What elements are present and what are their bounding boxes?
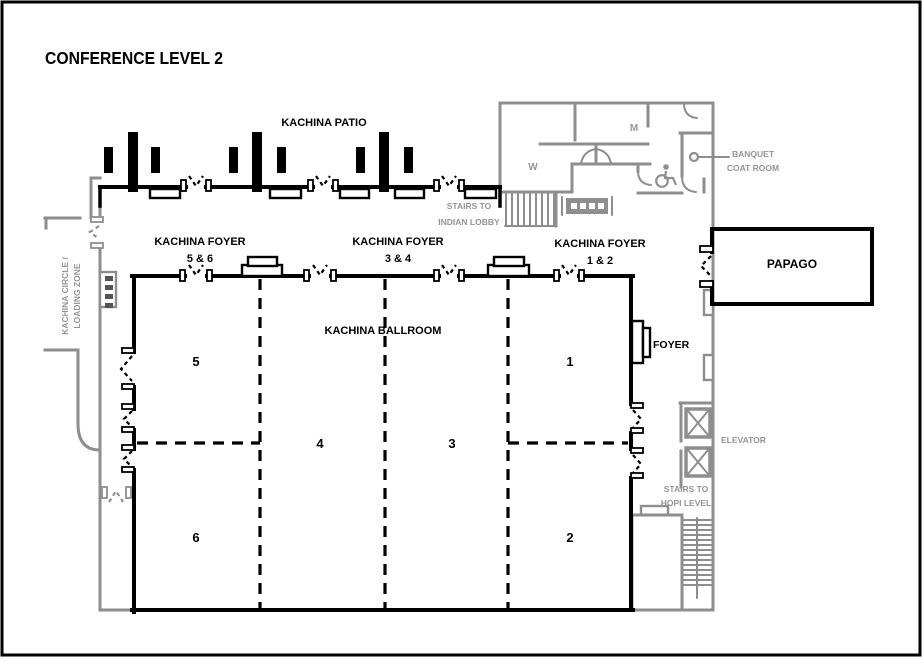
door-icon: [553, 264, 585, 282]
foyer-34-label: KACHINA FOYER: [352, 236, 443, 248]
banquet-table-icon: [561, 196, 613, 216]
stairs-hopi-icon: [630, 504, 715, 612]
ballroom-section-6: 6: [192, 530, 199, 545]
foyer-east-label: FOYER: [653, 339, 690, 351]
door-icon: [433, 264, 465, 282]
door-icon: [121, 444, 135, 473]
door-icon: [307, 175, 339, 192]
foyer-56-number: 5 & 6: [187, 253, 213, 265]
black-structure: [98, 132, 874, 614]
elevator-icon: [684, 446, 712, 478]
ballroom-partitions: [137, 279, 628, 608]
coat-room-walls: [678, 131, 730, 194]
elevator-shaft-walls: [678, 401, 713, 489]
stairs-indian-label-1: STAIRS TO: [447, 201, 492, 211]
elevator-label: ELEVATOR: [721, 435, 766, 445]
door-icon: [303, 264, 337, 282]
door-icon: [433, 175, 465, 192]
accessible-icon: [655, 164, 678, 188]
loading-zone-label: KACHINA CIRCLE / LOADING ZONE: [60, 257, 82, 335]
stairs-indian-icon: [504, 190, 558, 228]
banquet-coat-room-label-1: BANQUET: [732, 149, 775, 159]
stairs-hopi-label-2: HOPI LEVEL: [661, 498, 712, 508]
foyer-12-number: 1 & 2: [587, 255, 613, 267]
loading-zone-walls: [43, 176, 135, 612]
restroom-women-label: W: [528, 162, 538, 173]
door-icon: [179, 264, 213, 282]
loading-zone-label-2: LOADING ZONE: [72, 263, 82, 328]
foyer-34-number: 3 & 4: [385, 253, 412, 265]
foyer-56-label: KACHINA FOYER: [154, 236, 245, 248]
ballroom-section-3: 3: [448, 436, 455, 451]
foyer-12-label: KACHINA FOYER: [554, 238, 645, 250]
patio-label: KACHINA PATIO: [281, 117, 367, 129]
door-icon: [88, 216, 104, 249]
stairs-hopi-label-1: STAIRS TO: [664, 484, 709, 494]
labels: CONFERENCE LEVEL 2 KACHINA PATIO KACHINA…: [45, 48, 817, 545]
banquet-coat-room-label-2: COAT ROOM: [727, 163, 779, 173]
door-icon: [180, 175, 212, 192]
door-icon: [119, 347, 135, 390]
ballroom-section-2: 2: [566, 530, 573, 545]
patio-benches: [148, 187, 498, 200]
ballroom-label: KACHINA BALLROOM: [325, 325, 442, 337]
ballroom-section-1: 1: [566, 354, 573, 369]
pillar-icon: [702, 353, 715, 382]
stairs-indian-label-2: INDIAN LOBBY: [438, 217, 500, 227]
papago-label: PAPAGO: [767, 257, 817, 271]
door-icon: [630, 402, 644, 434]
riser-icon: [240, 255, 284, 278]
coat-hook-icon: [688, 151, 700, 163]
ballroom-section-4: 4: [316, 436, 324, 451]
restroom-men-label: M: [630, 123, 638, 134]
loading-dock-icon: [98, 270, 118, 309]
papago-room-walls: [699, 227, 874, 306]
door-icon: [699, 255, 712, 277]
loading-zone-label-1: KACHINA CIRCLE /: [60, 257, 70, 335]
page-title: CONFERENCE LEVEL 2: [45, 48, 223, 68]
door-icon: [101, 486, 132, 503]
ballroom-section-5: 5: [192, 354, 199, 369]
gray-structure: [43, 101, 730, 612]
elevator-icon: [684, 407, 712, 439]
riser-icon: [630, 319, 652, 365]
door-icon: [630, 447, 644, 479]
patio-pillars: [104, 132, 413, 192]
riser-icon: [486, 255, 531, 278]
door-icon: [121, 403, 135, 433]
